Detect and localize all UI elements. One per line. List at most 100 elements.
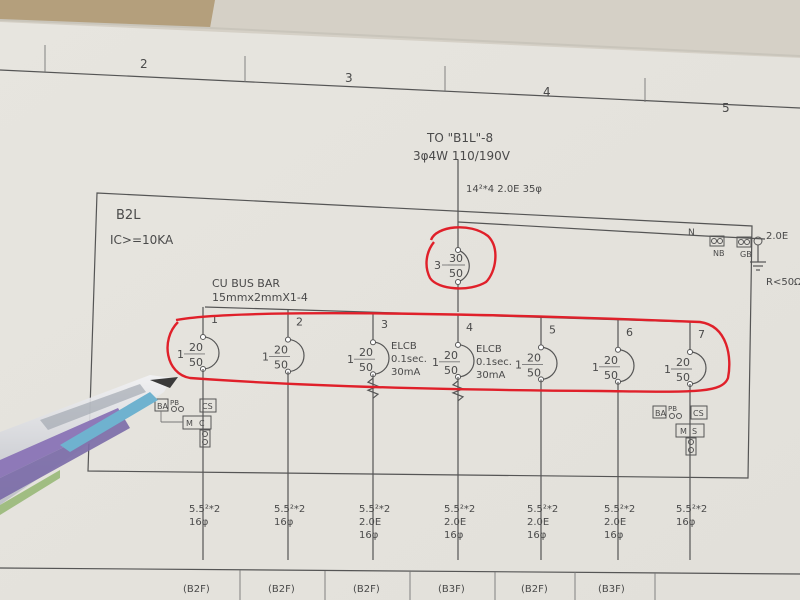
feeder-cable: 14²*4 2.0E 35φ: [466, 184, 542, 195]
branch-at: 20: [604, 354, 618, 367]
branch-destination: (B3F): [438, 584, 465, 595]
elcb-time: 0.1sec.: [391, 354, 427, 365]
cs-label-right: CS: [693, 409, 704, 418]
branch-breaker: [617, 349, 635, 383]
ba-label-right: BA: [655, 409, 666, 418]
branch-af: 50: [359, 361, 373, 374]
branch-cable-spec: 2.0E: [359, 517, 381, 528]
branch-number: 4: [466, 321, 473, 334]
branch-cable-spec: 16φ: [189, 517, 209, 528]
branch-number: 5: [549, 323, 556, 336]
branch-cable-spec: 16φ: [444, 530, 464, 541]
breaker-terminal: [687, 349, 693, 355]
s-label-right: S: [692, 427, 697, 436]
branch-af: 50: [274, 359, 288, 372]
busbar-size: 15mmx2mmX1-4: [212, 291, 308, 304]
branch-cable-spec: 5.5²*2: [274, 504, 305, 515]
branch-cable-spec: 5.5²*2: [189, 504, 220, 515]
red-circle-main-breaker: [425, 226, 497, 290]
branch-breaker: [287, 338, 305, 373]
branch-poles: 1: [262, 351, 269, 364]
gb-label: GB: [740, 250, 752, 259]
branch-at: 20: [189, 341, 203, 354]
branch-destination: (B2F): [353, 584, 380, 595]
elcb-label: ELCB: [476, 344, 502, 355]
branch-destination: (B2F): [183, 584, 210, 595]
branch-destination: (B3F): [598, 584, 625, 595]
branch-cable-spec: 2.0E: [444, 517, 466, 528]
branch-at: 20: [274, 344, 288, 357]
branch-at: 20: [444, 349, 458, 362]
main-breaker-poles: 3: [434, 259, 441, 272]
paper-sheet: [0, 22, 800, 600]
main-breaker-at: 30: [449, 252, 463, 265]
branch-cable-spec: 2.0E: [604, 517, 626, 528]
branch-cable-spec: 16φ: [604, 530, 624, 541]
branch-breaker: [372, 341, 390, 375]
control-panel-right: BA PB CS M S: [652, 405, 708, 456]
branch-number: 1: [211, 313, 218, 326]
pb-label-left: PB: [170, 399, 179, 407]
branch-poles: 1: [664, 363, 671, 376]
branch-at: 20: [359, 346, 373, 359]
branch-number: 6: [626, 326, 633, 339]
branch-breaker: [457, 344, 475, 378]
elcb-current: 30mA: [391, 367, 420, 378]
branch-number: 7: [698, 328, 705, 341]
branch-poles: 1: [177, 348, 184, 361]
branch-number: 3: [381, 318, 388, 331]
main-breaker-af: 50: [449, 267, 463, 280]
c-label-left: C: [199, 419, 205, 428]
m-label-left: M: [186, 419, 193, 428]
branch-breaker: [689, 351, 707, 385]
breaker-terminal: [615, 346, 621, 353]
neutral-line: [457, 221, 706, 237]
red-outline-branch-breakers: [166, 312, 731, 393]
branch-af: 50: [604, 369, 618, 382]
branch-cable-spec: 16φ: [527, 530, 547, 541]
elcb-current: 30mA: [476, 370, 505, 381]
branch-cable-spec: 16φ: [359, 530, 379, 541]
ruler-mark: 3: [345, 71, 353, 85]
branch-af: 50: [444, 364, 458, 377]
panel-ic: IC>=10KA: [110, 233, 174, 247]
breaker-terminal: [370, 339, 376, 346]
ground-size: 2.0E: [766, 231, 788, 242]
pb-label-right: PB: [668, 405, 677, 413]
panel-name: B2L: [116, 208, 141, 223]
ground-resistance: R<50Ω: [766, 277, 800, 288]
branch-cable-spec: 2.0E: [527, 517, 549, 528]
ruler-mark: 2: [140, 57, 148, 71]
busbar-title: CU BUS BAR: [212, 277, 280, 290]
branch-breaker: [540, 346, 558, 380]
branch-cable-spec: 16φ: [676, 517, 696, 528]
ruler-mark: 5: [722, 101, 730, 115]
branch-poles: 1: [347, 353, 354, 366]
cs-label-left: CS: [202, 402, 213, 411]
paper-stack-edge: [0, 0, 215, 28]
panel-enclosure: [87, 192, 753, 479]
ba-label-left: BA: [157, 402, 168, 411]
feeder-from: TO "B1L"-8: [426, 131, 493, 145]
m-label-right: M: [680, 427, 687, 436]
branch-at: 20: [676, 356, 690, 369]
feeder-system: 3φ4W 110/190V: [413, 149, 511, 163]
breaker-terminal: [285, 336, 291, 343]
branch-cable-spec: 16φ: [274, 517, 294, 528]
branch-cable-spec: 5.5²*2: [527, 504, 558, 515]
branch-destination: (B2F): [268, 584, 295, 595]
breaker-terminal: [200, 333, 206, 340]
branch-af: 50: [189, 356, 203, 369]
main-breaker: 3 30 50: [434, 247, 470, 285]
pen: [0, 375, 178, 515]
nb-label: NB: [713, 249, 724, 258]
branch-poles: 1: [515, 358, 522, 371]
breaker-terminal: [455, 341, 461, 348]
branch-poles: 1: [592, 361, 599, 374]
branch-cable-spec: 5.5²*2: [604, 504, 635, 515]
table-border: [0, 567, 800, 575]
elcb-time: 0.1sec.: [476, 357, 512, 368]
drawing-border-top: [0, 69, 800, 109]
branch-breaker: [202, 336, 220, 370]
